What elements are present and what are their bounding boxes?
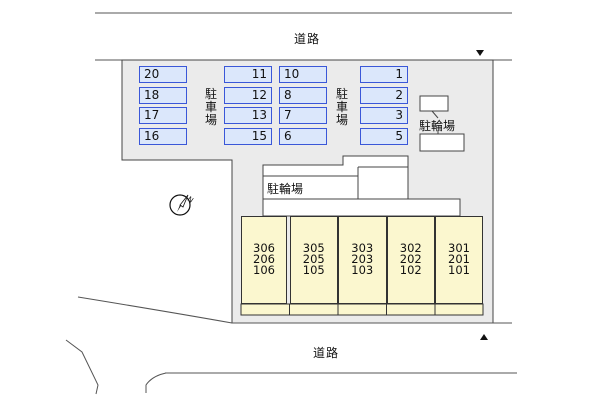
- top-road-label: 道路: [294, 32, 321, 46]
- bottom-road-curve: [77, 296, 233, 324]
- building-canopy: [262, 198, 461, 217]
- parking-slot: 6: [279, 128, 327, 145]
- parking-slot: 16: [139, 128, 187, 145]
- bottom-road-marker-icon: [480, 334, 488, 340]
- parking-slot: 7: [279, 107, 327, 124]
- svg-text:N: N: [186, 195, 194, 205]
- building-unit: 302 202 102: [386, 216, 435, 304]
- parking-slot: 18: [139, 87, 187, 104]
- unit-number: 205: [302, 252, 325, 266]
- parking-label-text: 駐車場: [204, 87, 217, 127]
- unit-number: 103: [351, 263, 374, 277]
- unit-number: 306: [253, 241, 275, 255]
- unit-number: 106: [253, 263, 275, 277]
- building-unit: 306 206 106: [241, 216, 287, 304]
- building-unit: 303 203 103: [338, 216, 387, 304]
- parking-slot: 2: [360, 87, 408, 104]
- unit-number: 203: [351, 252, 374, 266]
- unit-number: 201: [448, 252, 470, 266]
- unit-number: 202: [399, 252, 422, 266]
- parking-label-left: 駐車場: [204, 88, 218, 127]
- parking-label-center: 駐車場: [335, 88, 349, 127]
- top-road-marker-icon: [476, 50, 484, 56]
- bottom-road-label: 道路: [313, 346, 340, 360]
- bike-parking-label-center: 駐輪場: [267, 182, 304, 196]
- unit-number: 105: [302, 263, 325, 277]
- north-arrow-icon: N: [169, 194, 194, 216]
- parking-slot: 11: [224, 66, 272, 83]
- building-unit: 301 201 101: [435, 216, 483, 304]
- unit-number: 102: [399, 263, 422, 277]
- unit-number: 305: [302, 241, 325, 255]
- bike-leader-1: [431, 110, 439, 119]
- bike-parking-label-right: 駐輪場: [419, 119, 456, 133]
- parking-slot: 20: [139, 66, 187, 83]
- building-base: [240, 303, 484, 316]
- parking-slot: 17: [139, 107, 187, 124]
- parking-slot: 15: [224, 128, 272, 145]
- building-unit: 305 205 105: [289, 216, 338, 304]
- parking-slot: 8: [279, 87, 327, 104]
- bike-rack-box-1: [419, 95, 449, 112]
- parking-label-text: 駐車場: [335, 87, 348, 127]
- bottom-road-left-corner: [145, 372, 167, 393]
- unit-number: 206: [253, 252, 275, 266]
- unit-number: 101: [448, 263, 470, 277]
- bottom-road-left-edge: [65, 339, 99, 395]
- unit-number: 302: [399, 241, 422, 255]
- unit-number: 301: [448, 241, 470, 255]
- unit-number: 303: [351, 241, 374, 255]
- bike-rack-box-2: [419, 133, 465, 152]
- parking-slot: 12: [224, 87, 272, 104]
- parking-slot: 5: [360, 128, 408, 145]
- parking-slot: 1: [360, 66, 408, 83]
- parking-slot: 3: [360, 107, 408, 124]
- parking-slot: 13: [224, 107, 272, 124]
- parking-slot: 10: [279, 66, 327, 83]
